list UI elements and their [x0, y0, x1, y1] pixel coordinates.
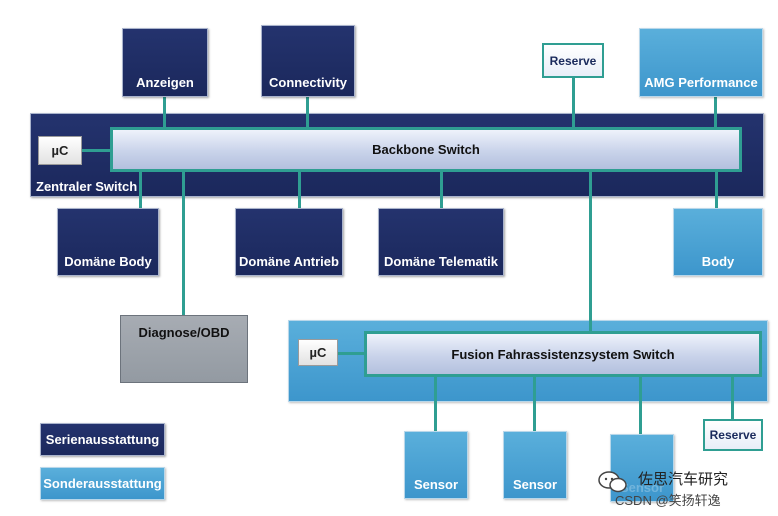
sensor-box-2: Sensor — [503, 431, 567, 499]
body-option-box: Body — [673, 208, 763, 276]
connector-backbone-fusion — [589, 172, 592, 332]
connector-sensor-3 — [639, 377, 642, 434]
central-switch-label: Zentraler Switch — [36, 179, 138, 194]
watermark-line-1: 佐思汽车研究 — [638, 471, 729, 488]
sensor-box-3: Sensor — [610, 434, 674, 502]
connector-diagnose — [182, 172, 185, 315]
amg-performance-box: AMG Performance — [639, 28, 763, 97]
anzeigen-label: Anzeigen — [136, 75, 194, 90]
central-uc-box: µC — [38, 136, 82, 165]
domaene-telematik-label: Domäne Telematik — [384, 254, 498, 269]
connector-amg — [714, 97, 717, 127]
connector-sensor-2 — [533, 377, 536, 431]
connector-anzeigen — [163, 97, 166, 127]
connector-connectivity — [306, 97, 309, 127]
connector-body-option — [715, 172, 718, 208]
body-option-label: Body — [701, 254, 735, 269]
wechat-icon — [598, 470, 628, 494]
connectivity-label: Connectivity — [268, 75, 347, 90]
connector-reserve-top — [572, 78, 575, 127]
connector-uc-fusion — [338, 352, 366, 355]
domaene-body-label: Domäne Body — [64, 254, 152, 269]
reserve-top-box: Reserve — [542, 43, 604, 78]
reserve-fusion-box: Reserve — [703, 419, 763, 451]
sensor-label-2: Sensor — [512, 477, 558, 492]
legend-sonderausstattung: Sonderausstattung — [40, 467, 165, 500]
connector-sensor-1 — [434, 377, 437, 431]
legend-serienausstattung: Serienausstattung — [40, 423, 165, 456]
diagnose-obd-label: Diagnose/OBD — [138, 325, 230, 340]
watermark-line-2: CSDN @笑扬轩逸 — [615, 493, 721, 508]
connector-reserve-fusion — [731, 377, 734, 419]
connector-antrieb — [298, 172, 301, 208]
sensor-box-1: Sensor — [404, 431, 468, 499]
domaene-telematik-box: Domäne Telematik — [378, 208, 504, 276]
domaene-antrieb-label: Domäne Antrieb — [239, 254, 339, 269]
domaene-body-box: Domäne Body — [57, 208, 159, 276]
anzeigen-box: Anzeigen — [122, 28, 208, 97]
fusion-uc-box: µC — [298, 339, 338, 366]
sensor-label-1: Sensor — [413, 477, 459, 492]
diagnose-obd-box: Diagnose/OBD — [120, 315, 248, 383]
connector-domaene-body — [139, 172, 142, 208]
sensor-label-3: Sensor — [619, 480, 665, 495]
connector-telematik — [440, 172, 443, 208]
domaene-antrieb-box: Domäne Antrieb — [235, 208, 343, 276]
fusion-switch: Fusion Fahrassistenzsystem Switch — [364, 331, 762, 377]
connector-uc-central — [82, 149, 112, 152]
amg-performance-label: AMG Performance — [644, 75, 758, 90]
backbone-switch: Backbone Switch — [110, 127, 742, 172]
connectivity-box: Connectivity — [261, 25, 355, 97]
